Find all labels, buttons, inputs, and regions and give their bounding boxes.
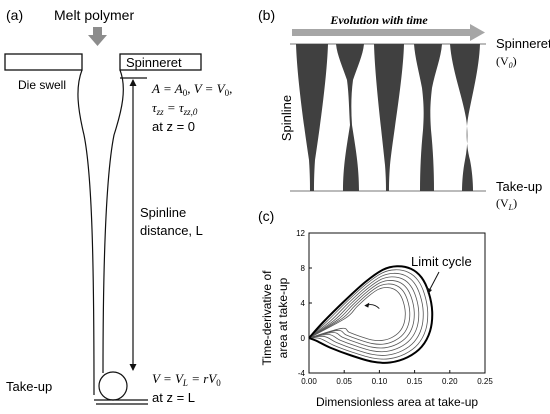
take-up-label: Take-up <box>6 379 52 394</box>
spinline-shape-2 <box>336 44 364 191</box>
panel-a: (a) Melt polymer Spinneret Die swell Tak… <box>4 7 232 405</box>
spinline-distance-line1: Spinline <box>140 205 186 220</box>
transient-loop <box>308 283 411 345</box>
spinline-shape-4 <box>414 44 442 191</box>
spinline-shape-1 <box>296 44 328 191</box>
x-axis-label: Dimensionless area at take-up <box>316 395 478 409</box>
limit-cycle-pointer <box>428 271 440 292</box>
panel-c-label: (c) <box>258 208 274 224</box>
x-tick-label: 0.25 <box>477 377 493 386</box>
spiral-start-arrow-head-icon <box>364 302 370 308</box>
y-tick-label: 8 <box>301 264 306 273</box>
time-arrow-shaft <box>292 29 472 36</box>
y-axis-label-line1: Time-derivative of <box>260 270 274 366</box>
y-tick-label: 0 <box>301 334 306 343</box>
panel-b-label: (b) <box>258 7 275 23</box>
panel-a-label: (a) <box>6 7 23 23</box>
spinneret-velocity-label: (V0) <box>496 54 517 70</box>
transient-loop <box>308 287 406 342</box>
filament-right-edge <box>102 69 124 374</box>
condition-bottom-line1: V = VL = rV0 <box>152 371 221 388</box>
y-tick-label: -4 <box>298 369 306 378</box>
take-up-b-label: Take-up <box>496 179 542 194</box>
die-swell-label: Die swell <box>18 78 66 92</box>
filament-left-edge <box>77 69 95 396</box>
transient-loop <box>308 276 420 353</box>
transient-loop <box>308 269 429 360</box>
condition-top-line3: at z = 0 <box>152 119 195 134</box>
condition-top-line1: A = A0, V = V0, <box>151 81 232 98</box>
limit-cycle-curve <box>308 265 434 364</box>
transient-loop <box>308 272 424 356</box>
distance-arrow-head-bottom <box>129 364 137 371</box>
time-arrow-head-icon <box>470 24 485 41</box>
x-tick-label: 0.20 <box>442 377 458 386</box>
phase-curves <box>308 265 434 364</box>
panel-c: (c) Time-derivative of area at take-up 0… <box>258 208 493 409</box>
y-tick-label: 4 <box>301 299 306 308</box>
evolution-label: Evolution with time <box>329 13 428 27</box>
distance-arrow-head-top <box>129 79 137 86</box>
panel-b: (b) Evolution with time Spinneret (V0) S… <box>258 7 550 212</box>
condition-bottom-line2: at z = L <box>152 390 195 405</box>
spinline-shape-5 <box>450 44 480 191</box>
spinline-label: Spinline <box>279 95 294 141</box>
transient-loop <box>308 280 415 349</box>
spinneret-b-label: Spinneret <box>496 36 550 51</box>
y-tick-label: 12 <box>296 229 305 238</box>
x-tick-label: 0.05 <box>336 377 352 386</box>
spinline-shapes <box>296 44 480 191</box>
x-tick-label: 0.10 <box>372 377 388 386</box>
die-left-block <box>4 53 83 71</box>
time-evolution-arrow <box>292 24 485 41</box>
die-right-block <box>119 53 202 71</box>
x-tick-label: 0.15 <box>407 377 423 386</box>
spinline-distance-line2: distance, L <box>140 223 203 238</box>
spinneret-label: Spinneret <box>126 55 182 70</box>
axis-ticks: 0.00 0.05 0.10 0.15 0.20 0.25 -4 0 4 8 12 <box>296 229 493 386</box>
spinline-shape-3 <box>374 44 404 191</box>
take-up-velocity-label: (VL) <box>496 196 517 212</box>
limit-cycle-pointer-head-icon <box>426 287 432 294</box>
take-up-roller <box>98 371 128 401</box>
x-tick-label: 0.00 <box>301 377 317 386</box>
melt-polymer-label: Melt polymer <box>54 7 134 23</box>
y-axis-label-line2: area at take-up <box>276 277 290 358</box>
condition-top-line2: τzz = τzz,0 <box>152 100 198 117</box>
limit-cycle-label: Limit cycle <box>411 254 472 269</box>
melt-flow-arrow-icon <box>88 27 107 46</box>
